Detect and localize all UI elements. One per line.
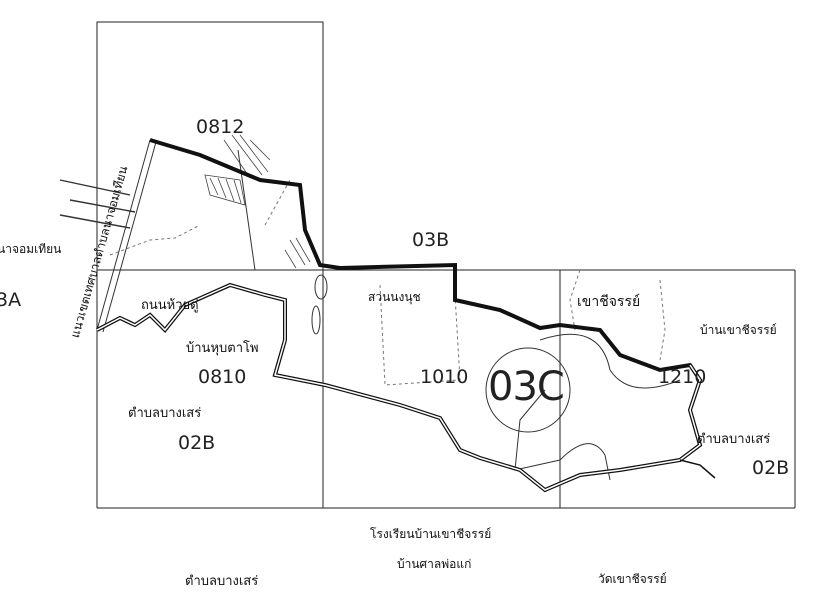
place-label: สวนนงนุช	[368, 290, 421, 304]
place-label: เขาชีจรรย์	[577, 294, 641, 310]
03c-circle	[485, 347, 571, 433]
ponds	[311, 274, 328, 335]
place-label: ถนนห้วยดู่	[141, 298, 199, 313]
sheet-code: 3A	[0, 289, 22, 311]
place-label: ตำบลบางเสร่	[185, 574, 259, 589]
zone-code: 02B	[178, 432, 216, 454]
hatched-area	[204, 134, 311, 269]
sheet-code: 0810	[198, 366, 247, 388]
dashed-tracks	[109, 179, 666, 386]
place-label: โรงเรียนบ้านเขาชีจรรย์	[370, 527, 492, 541]
zone-code: 02B	[752, 457, 790, 479]
place-label: นาจอมเทียน	[0, 242, 62, 256]
place-label: ตำบลบางเสร่	[697, 432, 771, 447]
place-label: วัดเขาชีจรรย์	[598, 572, 667, 586]
sheet-code: 0812	[196, 116, 245, 138]
sheet-code: 1010	[420, 366, 469, 388]
place-label: บ้านศาลพ่อแก่	[397, 557, 472, 571]
place-label: บ้านเขาชีจรรย์	[700, 323, 777, 337]
place-label: ตำบลบางเสร่	[128, 406, 202, 421]
sheet-code: 1210	[658, 366, 707, 388]
place-label: บ้านหุบตาโพ	[186, 341, 259, 356]
study-area-boundary	[96, 138, 716, 493]
sheet-grid	[96, 21, 796, 509]
sheet-code: 03B	[412, 229, 450, 251]
sheet-code-large: 03C	[488, 364, 565, 410]
